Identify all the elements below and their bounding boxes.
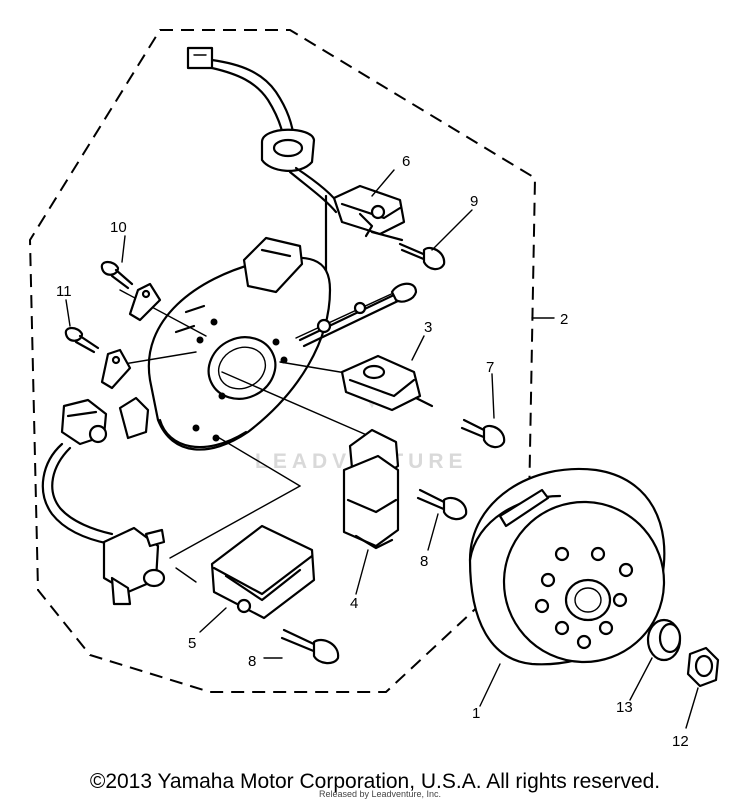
callout-11: 11 <box>56 283 72 300</box>
callout-6: 6 <box>402 153 410 170</box>
callout-3: 3 <box>424 319 432 336</box>
copyright-notice: ©2013 Yamaha Motor Corporation, U.S.A. A… <box>89 770 661 793</box>
screw-part-7 <box>460 418 506 449</box>
callout-8-bottom: 8 <box>248 653 256 670</box>
flywheel-rotor-part-1 <box>468 467 666 666</box>
callout-labels: 1 2 3 4 5 6 7 8 8 9 10 11 12 13 <box>56 153 689 750</box>
callout-7: 7 <box>486 359 494 376</box>
cdi-wire-harness <box>41 396 150 546</box>
callout-12: 12 <box>672 733 689 750</box>
callout-1: 1 <box>472 705 480 722</box>
lead-rod <box>298 282 418 348</box>
stator-base-plate <box>147 236 332 451</box>
lighting-coil-part-3 <box>340 354 434 412</box>
callout-13: 13 <box>616 699 633 716</box>
screw-part-9 <box>398 242 446 271</box>
callout-2: 2 <box>560 311 568 328</box>
screw-part-8-bottom <box>280 628 340 665</box>
screw-part-8-right <box>416 488 468 521</box>
ignition-coil-cap <box>102 526 166 606</box>
pickup-coil <box>324 184 406 298</box>
screw-part-11 <box>64 326 100 354</box>
pickup-coil-wire <box>186 46 342 214</box>
clip-part-10 <box>128 282 162 322</box>
cdi-unit-part-5 <box>175 524 316 620</box>
source-coil-part-4 <box>342 428 400 550</box>
nut-part-12 <box>686 646 720 688</box>
callout-9: 9 <box>470 193 478 210</box>
callout-4: 4 <box>350 595 358 612</box>
callout-8-right: 8 <box>420 553 428 570</box>
released-by-note: Released by Leadventure, Inc. <box>318 789 442 799</box>
washer-part-13 <box>646 618 682 662</box>
callout-10: 10 <box>110 219 127 236</box>
callout-5: 5 <box>188 635 196 652</box>
clip-part-11 <box>100 348 132 390</box>
screw-part-10 <box>100 260 134 290</box>
assembly-leader-lines <box>111 289 401 559</box>
callout-leaders <box>65 169 699 729</box>
assembly-boundary <box>28 29 537 693</box>
